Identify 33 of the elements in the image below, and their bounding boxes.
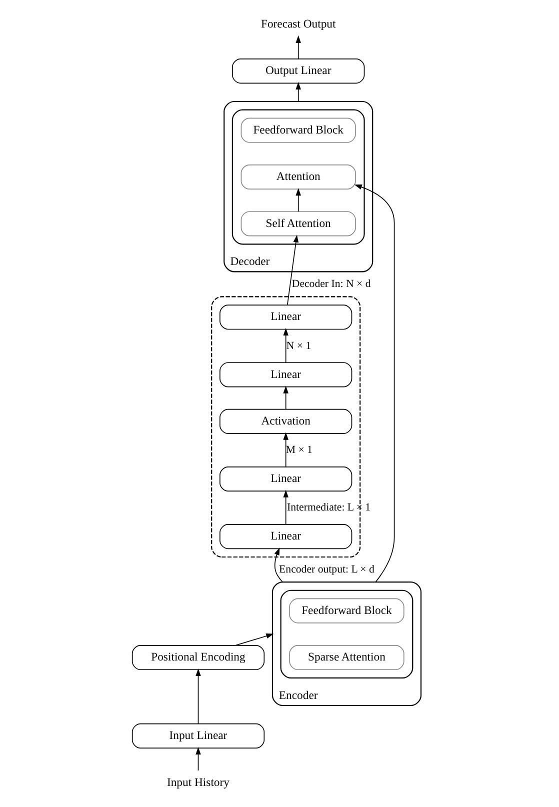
edge-label: Encoder output: L × d xyxy=(278,563,374,576)
node-box: Activation xyxy=(219,408,352,434)
arrow xyxy=(286,234,298,306)
node-box: Feedforward Block xyxy=(288,598,404,624)
node-box: Linear xyxy=(219,362,352,388)
arrow xyxy=(282,386,288,410)
arrow xyxy=(354,184,394,582)
node-box: Linear xyxy=(219,466,352,492)
arrow xyxy=(282,432,288,468)
node-box: Sparse Attention xyxy=(288,645,404,670)
arrow xyxy=(295,35,300,60)
arrow xyxy=(282,490,288,525)
node-text: Forecast Output xyxy=(260,17,336,30)
node-box: Attention xyxy=(240,164,356,190)
edge-label: Decoder In: N × d xyxy=(291,278,370,290)
node-box: Feedforward Block xyxy=(240,118,356,143)
arrow xyxy=(295,82,300,102)
arrow xyxy=(195,668,200,724)
edge-label: M × 1 xyxy=(285,444,312,456)
arrow xyxy=(274,548,282,582)
cluster xyxy=(280,590,413,679)
node-box: Positional Encoding xyxy=(131,645,264,670)
edge-label: N × 1 xyxy=(286,340,311,352)
node-box: Linear xyxy=(219,304,352,330)
arrow xyxy=(282,328,288,363)
node-box: Input Linear xyxy=(131,723,264,748)
arrow xyxy=(295,188,300,212)
node-text: Input History xyxy=(166,776,229,789)
arrow xyxy=(195,747,200,771)
node-box: Output Linear xyxy=(232,58,364,84)
node-box: Self Attention xyxy=(240,211,356,236)
arrow xyxy=(234,633,274,646)
node-box: Linear xyxy=(219,524,352,550)
